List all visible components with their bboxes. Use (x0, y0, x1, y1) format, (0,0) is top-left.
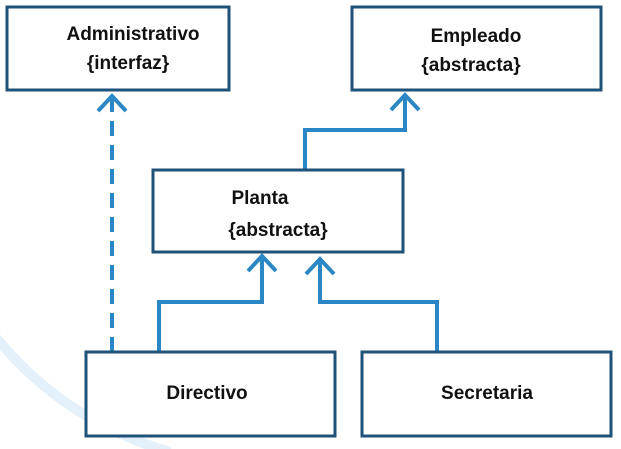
class-empleado: Empleado {abstracta} (350, 5, 603, 92)
connector-directivo-planta (157, 257, 264, 352)
class-secretaria: Secretaria (360, 350, 613, 438)
connector-secretaria-planta (318, 260, 439, 352)
arrowhead-planta-right (304, 256, 336, 276)
relation-planta-empleado (303, 92, 421, 170)
class-secretaria-box (360, 350, 613, 438)
class-secretaria-name: Secretaria (441, 383, 533, 404)
class-empleado-name: Empleado (431, 26, 522, 47)
class-planta: Planta {abstracta} (151, 168, 405, 254)
class-administrativo-box (5, 5, 231, 92)
class-administrativo-stereotype: {interfaz} (87, 53, 170, 74)
background-swoosh (0, 334, 172, 449)
class-directivo-box (84, 350, 337, 438)
class-administrativo-name: Administrativo (66, 24, 199, 45)
class-planta-box (151, 168, 405, 254)
class-empleado-stereotype: {abstracta} (421, 55, 521, 76)
class-administrativo: Administrativo {interfaz} (5, 5, 231, 92)
connector-planta-empleado (303, 96, 407, 170)
class-directivo-name: Directivo (166, 383, 247, 404)
class-planta-name: Planta (231, 188, 288, 209)
relation-directivo-planta (157, 253, 278, 352)
class-directivo: Directivo (84, 350, 337, 438)
arrowhead-empleado (389, 92, 421, 112)
arrowhead-administrativo (96, 93, 128, 113)
class-empleado-box (350, 5, 603, 92)
relation-directivo-administrativo (96, 93, 128, 352)
class-planta-stereotype: {abstracta} (228, 220, 328, 241)
arrowhead-planta-left (246, 253, 278, 273)
relation-secretaria-planta (304, 256, 439, 352)
